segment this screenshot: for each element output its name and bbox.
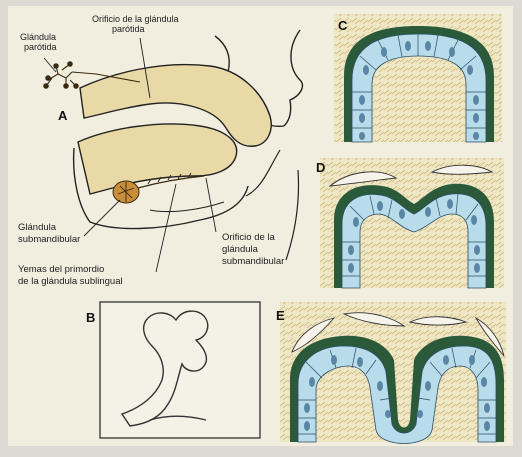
panel-label-a: A xyxy=(58,108,68,123)
submandibular-gland-label-1: Glándula xyxy=(18,222,57,233)
parotid-gland-label-1: Glándula xyxy=(20,32,56,42)
panel-label-e: E xyxy=(276,308,285,323)
parotid-orifice-label-2: parótida xyxy=(112,24,145,34)
panel-label-c: C xyxy=(338,18,348,33)
submandibular-gland-label-2: submandibular xyxy=(18,234,80,245)
parotid-gland-label-2: parótida xyxy=(24,42,57,52)
panel-label-b: B xyxy=(86,310,95,325)
sublingual-buds-label-1: Yemas del primordio xyxy=(18,264,104,275)
parotid-orifice-label-1: Orificio de la glándula xyxy=(92,14,179,24)
panel-e: E xyxy=(276,302,506,444)
submandibular-orifice-label-2: glándula xyxy=(222,244,259,255)
panel-c: C xyxy=(334,14,502,142)
panel-label-d: D xyxy=(316,160,325,175)
panel-b: B xyxy=(86,302,260,438)
submandibular-orifice-label-1: Orificio de la xyxy=(222,232,276,243)
panel-d: D xyxy=(316,158,504,288)
sublingual-buds-label-2: de la glándula sublingual xyxy=(18,276,123,287)
submandibular-orifice-label-3: submandibular xyxy=(222,256,284,267)
